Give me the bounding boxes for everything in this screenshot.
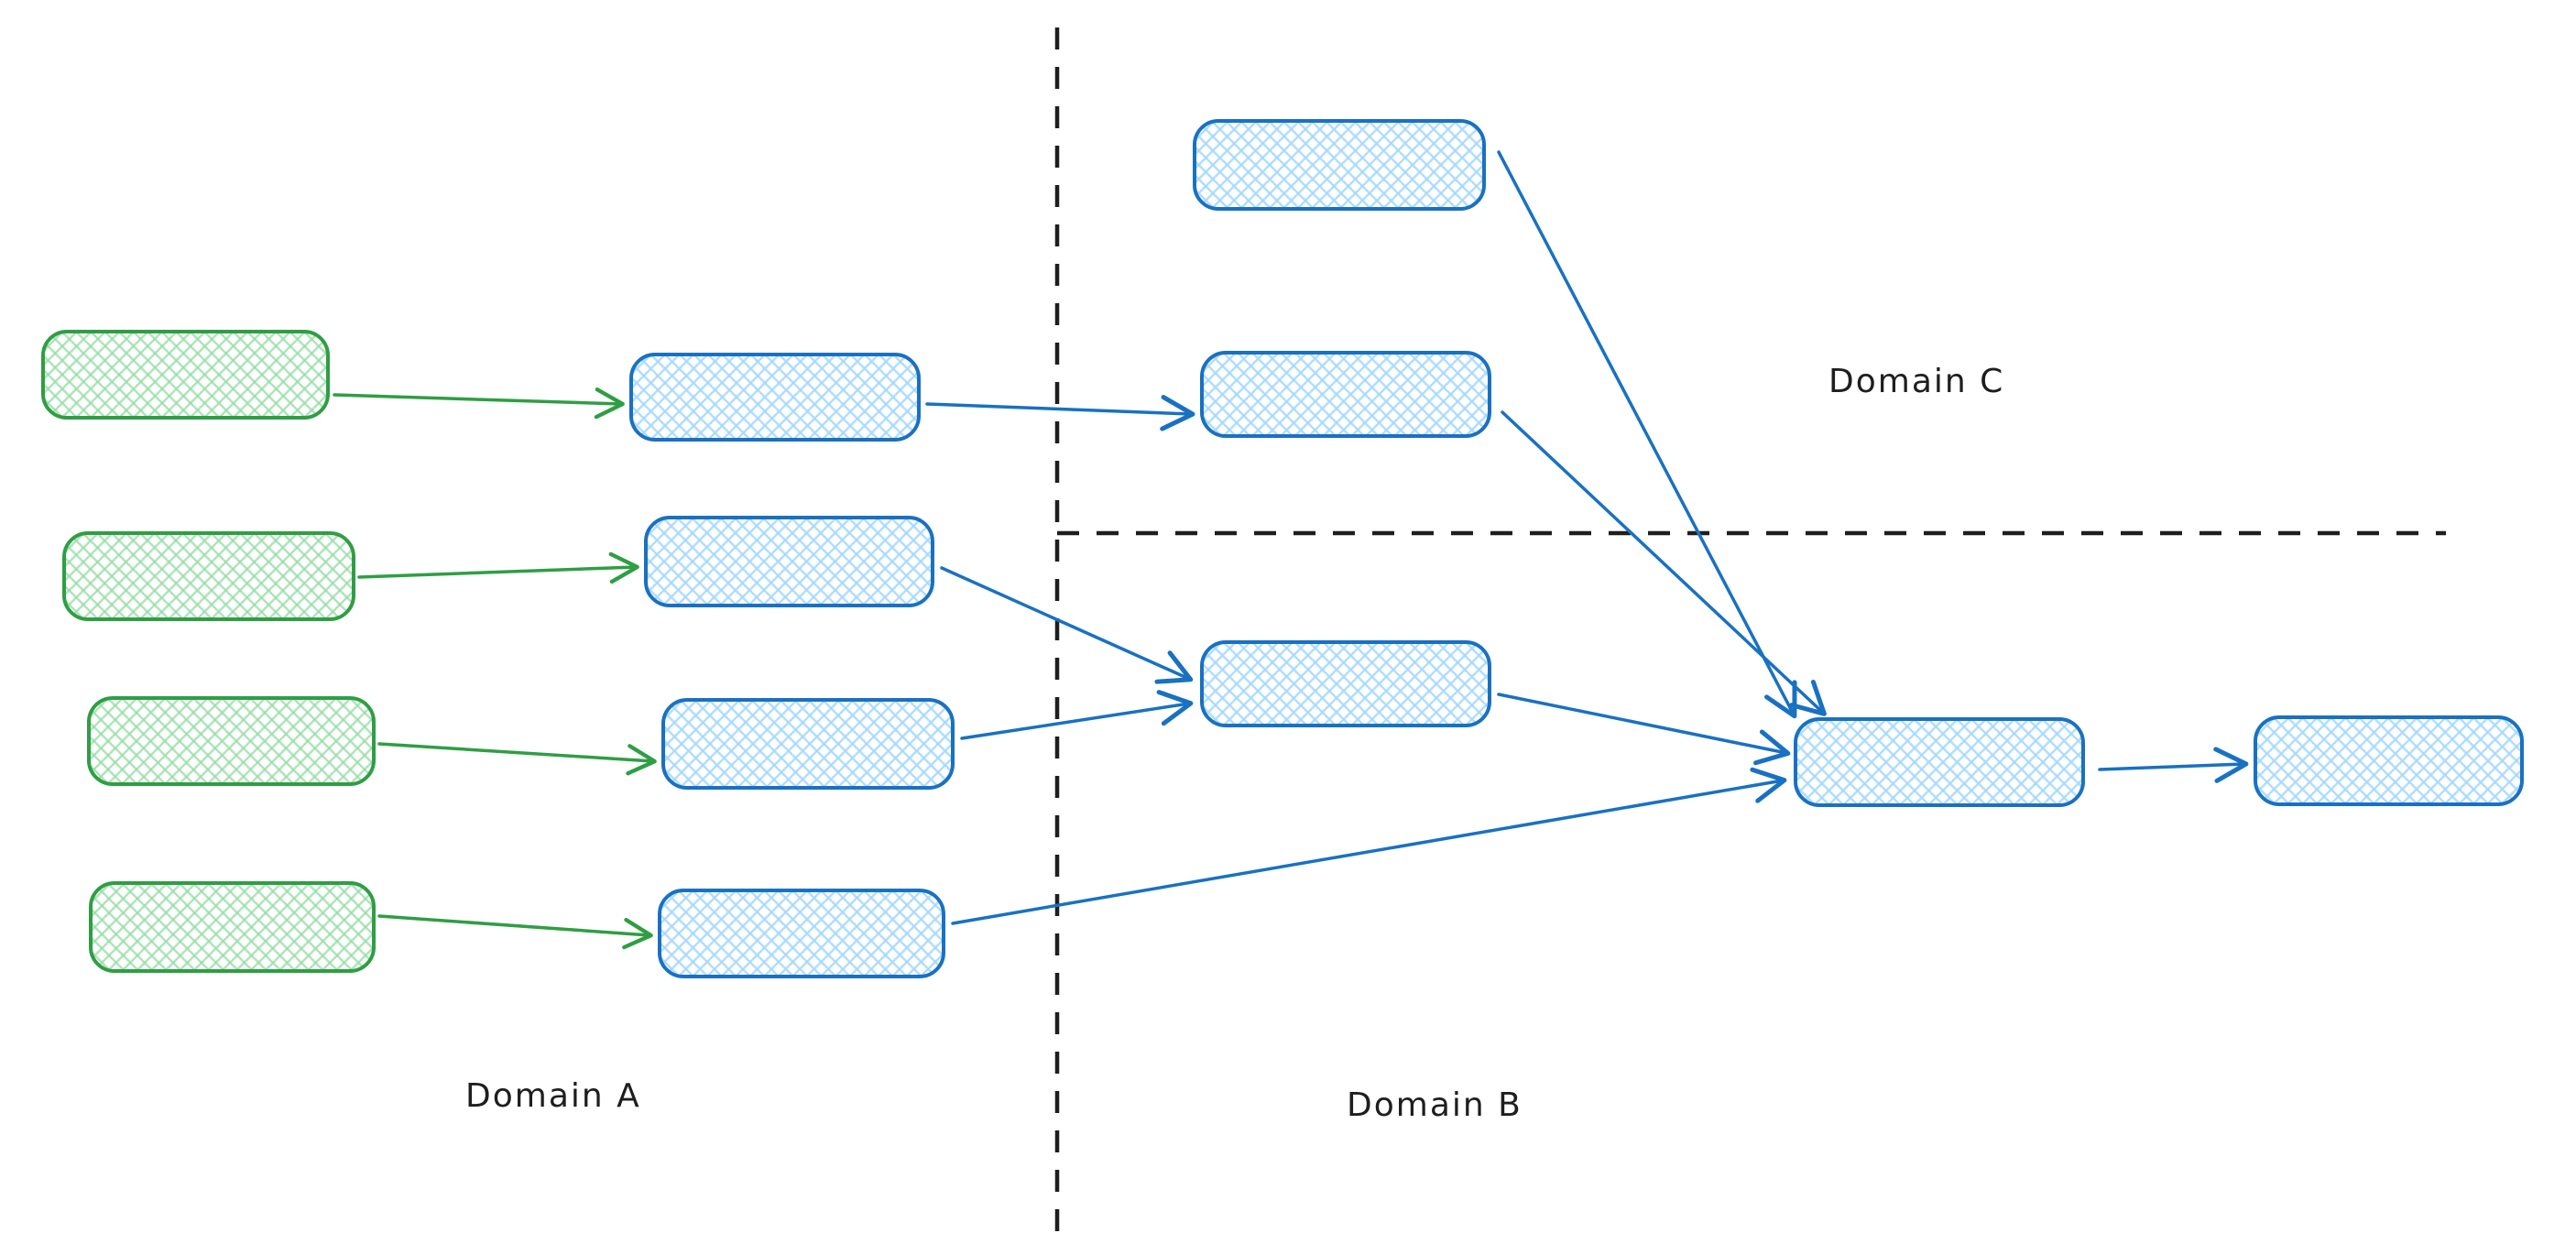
arrow-ctop-to-hub[interactable] — [1497, 150, 1797, 719]
arrow-bmid-to-hub[interactable] — [1497, 693, 1791, 766]
node-domain-a-source-1[interactable] — [41, 330, 330, 420]
node-domain-c-mid[interactable] — [1200, 351, 1491, 438]
node-domain-a-target-2[interactable] — [644, 516, 934, 607]
arrow-cmid-to-hub[interactable] — [1501, 410, 1827, 716]
arrow-tgt1-to-cmid[interactable] — [925, 395, 1195, 431]
domain-dividers — [1054, 27, 2446, 1233]
node-domain-b-mid[interactable] — [1200, 640, 1491, 727]
arrow-tgt2-to-bmid[interactable] — [940, 566, 1194, 684]
label-domain-c[interactable]: Domain C — [1828, 363, 2005, 400]
arrow-src1-to-tgt1[interactable] — [333, 387, 625, 420]
arrow-tgt3-to-bmid[interactable] — [960, 690, 1194, 740]
label-domain-a[interactable]: Domain A — [465, 1077, 641, 1115]
node-domain-a-source-2[interactable] — [62, 531, 355, 621]
node-domain-b-hub[interactable] — [1794, 717, 2085, 807]
node-domain-a-target-1[interactable] — [629, 353, 921, 442]
arrow-hub-to-sink[interactable] — [2098, 747, 2249, 783]
node-domain-c-top[interactable] — [1193, 119, 1486, 211]
arrow-src4-to-tgt4[interactable] — [377, 914, 653, 950]
label-domain-b[interactable]: Domain B — [1347, 1086, 1523, 1124]
arrow-tgt4-to-hub[interactable] — [951, 767, 1787, 925]
arrows — [333, 150, 2249, 950]
arrow-src2-to-tgt2[interactable] — [357, 551, 639, 584]
node-domain-a-source-3[interactable] — [87, 696, 376, 786]
node-domain-a-source-4[interactable] — [89, 881, 376, 973]
arrow-src3-to-tgt3[interactable] — [377, 742, 657, 776]
node-domain-b-sink[interactable] — [2254, 715, 2524, 806]
node-domain-a-target-3[interactable] — [661, 698, 955, 790]
node-domain-a-target-4[interactable] — [658, 889, 945, 978]
